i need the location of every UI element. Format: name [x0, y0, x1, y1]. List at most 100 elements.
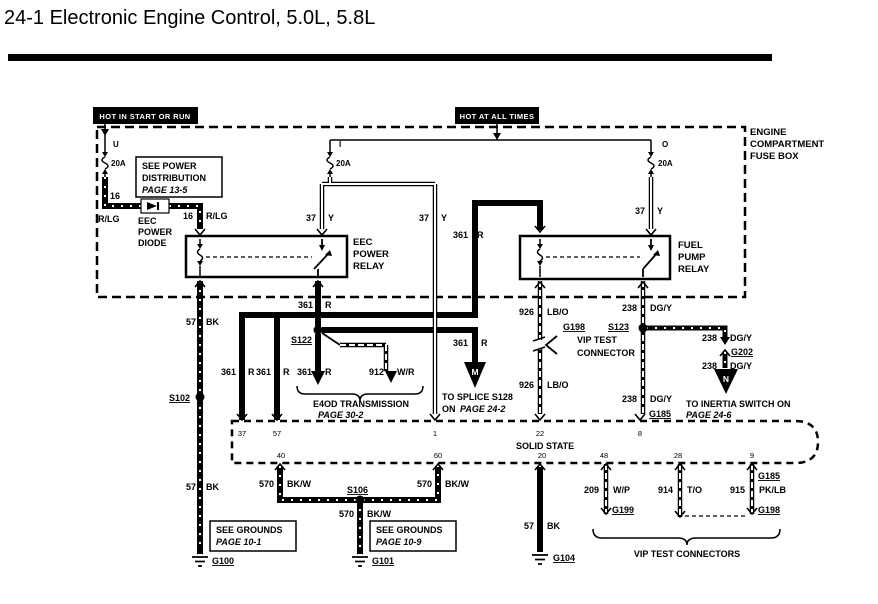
- eec-power-relay-box: [184, 234, 349, 279]
- label-y-a: Y: [328, 213, 334, 223]
- label-570-a: 570: [259, 479, 274, 489]
- wire-361-circuit: [239, 200, 543, 420]
- label-bk-c: BK: [547, 521, 560, 531]
- label-dgy-a: DG/Y: [650, 303, 672, 313]
- label-57-a: 57: [186, 317, 196, 327]
- pin-bot-28: 28: [674, 451, 682, 460]
- fuel-relay-l3: RELAY: [678, 264, 710, 275]
- hot-all-times-box: [455, 107, 539, 124]
- fuse-i-symbol: [326, 147, 334, 177]
- vip-test-connector-arrow: [544, 335, 558, 355]
- label-s106: S106: [347, 485, 368, 495]
- fuse-o-symbol: [647, 147, 655, 177]
- fuel-pump-relay-internals: [536, 239, 660, 277]
- pin-bot-48: 48: [600, 451, 608, 460]
- grounds2-page: PAGE 10-9: [376, 537, 421, 547]
- eec-diode-l3: DIODE: [138, 238, 167, 248]
- label-g101: G101: [372, 556, 394, 566]
- label-bk-a: BK: [206, 317, 219, 327]
- fuse-u-rating: 20A: [111, 159, 126, 168]
- fuse-u-symbol: [101, 147, 109, 177]
- vip-connectors-brace: [592, 528, 781, 546]
- fuel-relay-l1: FUEL: [678, 240, 703, 251]
- label-g198-a: G198: [563, 322, 585, 332]
- solid-state-label: SOLID STATE: [516, 441, 574, 451]
- label-914: 914: [658, 485, 673, 495]
- vip-conn-l1: VIP TEST: [577, 335, 617, 345]
- label-dgy-c: DG/Y: [730, 333, 752, 343]
- label-y-c: Y: [657, 206, 663, 216]
- wire-238-branch: [646, 325, 728, 368]
- e4od-brace: [296, 385, 424, 402]
- e4od-arrows: [311, 371, 397, 385]
- eec-diode-l2: POWER: [138, 227, 173, 237]
- pin-bot-9: 9: [750, 451, 754, 460]
- label-238-b: 238: [622, 394, 637, 404]
- label-rlg-a: R/LG: [98, 214, 120, 224]
- pin-top-57: 57: [273, 429, 281, 438]
- splice-s123-dot: [638, 323, 648, 333]
- grounds2-note-box: [369, 520, 457, 552]
- label-lbo-b: LB/O: [547, 380, 569, 390]
- label-g198-b: G198: [758, 505, 780, 515]
- eec-power-relay-internals: [196, 239, 332, 276]
- inertia-note-page: PAGE 24-6: [686, 410, 732, 420]
- arrow-n-to-inertia: N: [714, 369, 738, 394]
- pin-top-8: 8: [638, 429, 642, 438]
- fuse-box-label-3: FUSE BOX: [750, 151, 799, 162]
- label-r-e: R: [283, 367, 290, 377]
- label-r-b: R: [477, 230, 484, 240]
- pin-bot-40: 40: [277, 451, 285, 460]
- label-r-c: R: [481, 338, 488, 348]
- vip-conn-l2: CONNECTOR: [577, 348, 635, 358]
- label-912: 912: [369, 367, 384, 377]
- pin-bot-60: 60: [434, 451, 442, 460]
- grounds2-l1: SEE GROUNDS: [376, 525, 443, 535]
- label-361-c: 361: [453, 338, 468, 348]
- splice-s106-dot: [355, 495, 365, 505]
- label-bk-b: BK: [206, 482, 219, 492]
- feed-lines: [101, 124, 652, 147]
- fuse-i-id: I: [339, 140, 341, 149]
- label-361-f: 361: [297, 367, 312, 377]
- ground-g104-symbol: [532, 547, 548, 565]
- label-37-b: 37: [419, 213, 429, 223]
- label-16-b: 16: [183, 211, 193, 221]
- label-wp: W/P: [613, 485, 630, 495]
- label-57-c: 57: [524, 521, 534, 531]
- inertia-note-l1: TO INERTIA SWITCH ON: [686, 399, 791, 409]
- label-g100: G100: [212, 556, 234, 566]
- fuse-i-rating: 20A: [336, 159, 351, 168]
- label-s102: S102: [169, 393, 190, 403]
- fuse-box-label-2: COMPARTMENT: [750, 139, 824, 150]
- label-37-a: 37: [306, 213, 316, 223]
- pin-top-1: 1: [433, 429, 437, 438]
- fuse-u-id: U: [113, 140, 119, 149]
- label-wr: W/R: [397, 367, 415, 377]
- fuse-o-id: O: [662, 140, 668, 149]
- eec-power-diode-symbol: [140, 198, 170, 214]
- vip-connectors-label: VIP TEST CONNECTORS: [634, 549, 740, 559]
- label-926-b: 926: [519, 380, 534, 390]
- label-16-a: 16: [110, 191, 120, 201]
- label-361-e: 361: [256, 367, 271, 377]
- label-361-d: 361: [221, 367, 236, 377]
- label-g185-a: G185: [649, 409, 671, 419]
- solid-state-outline: [230, 419, 820, 465]
- label-s123: S123: [608, 322, 629, 332]
- pin-bot-20: 20: [538, 451, 546, 460]
- fuse-o-rating: 20A: [658, 159, 673, 168]
- splice-note-l1: TO SPLICE S128: [442, 392, 513, 402]
- splice-s102-dot: [195, 392, 205, 402]
- label-pklb: PK/LB: [759, 485, 787, 495]
- label-361-b: 361: [453, 230, 468, 240]
- label-926-a: 926: [519, 307, 534, 317]
- label-dgy-b: DG/Y: [650, 394, 672, 404]
- ground-g100-symbol: [192, 549, 208, 567]
- eec-relay-l1: EEC: [353, 237, 373, 248]
- label-570-b: 570: [417, 479, 432, 489]
- grounds1-note-box: [209, 520, 297, 552]
- svg-text:M: M: [471, 367, 478, 377]
- e4od-l1: E4OD TRANSMISSION: [313, 399, 409, 409]
